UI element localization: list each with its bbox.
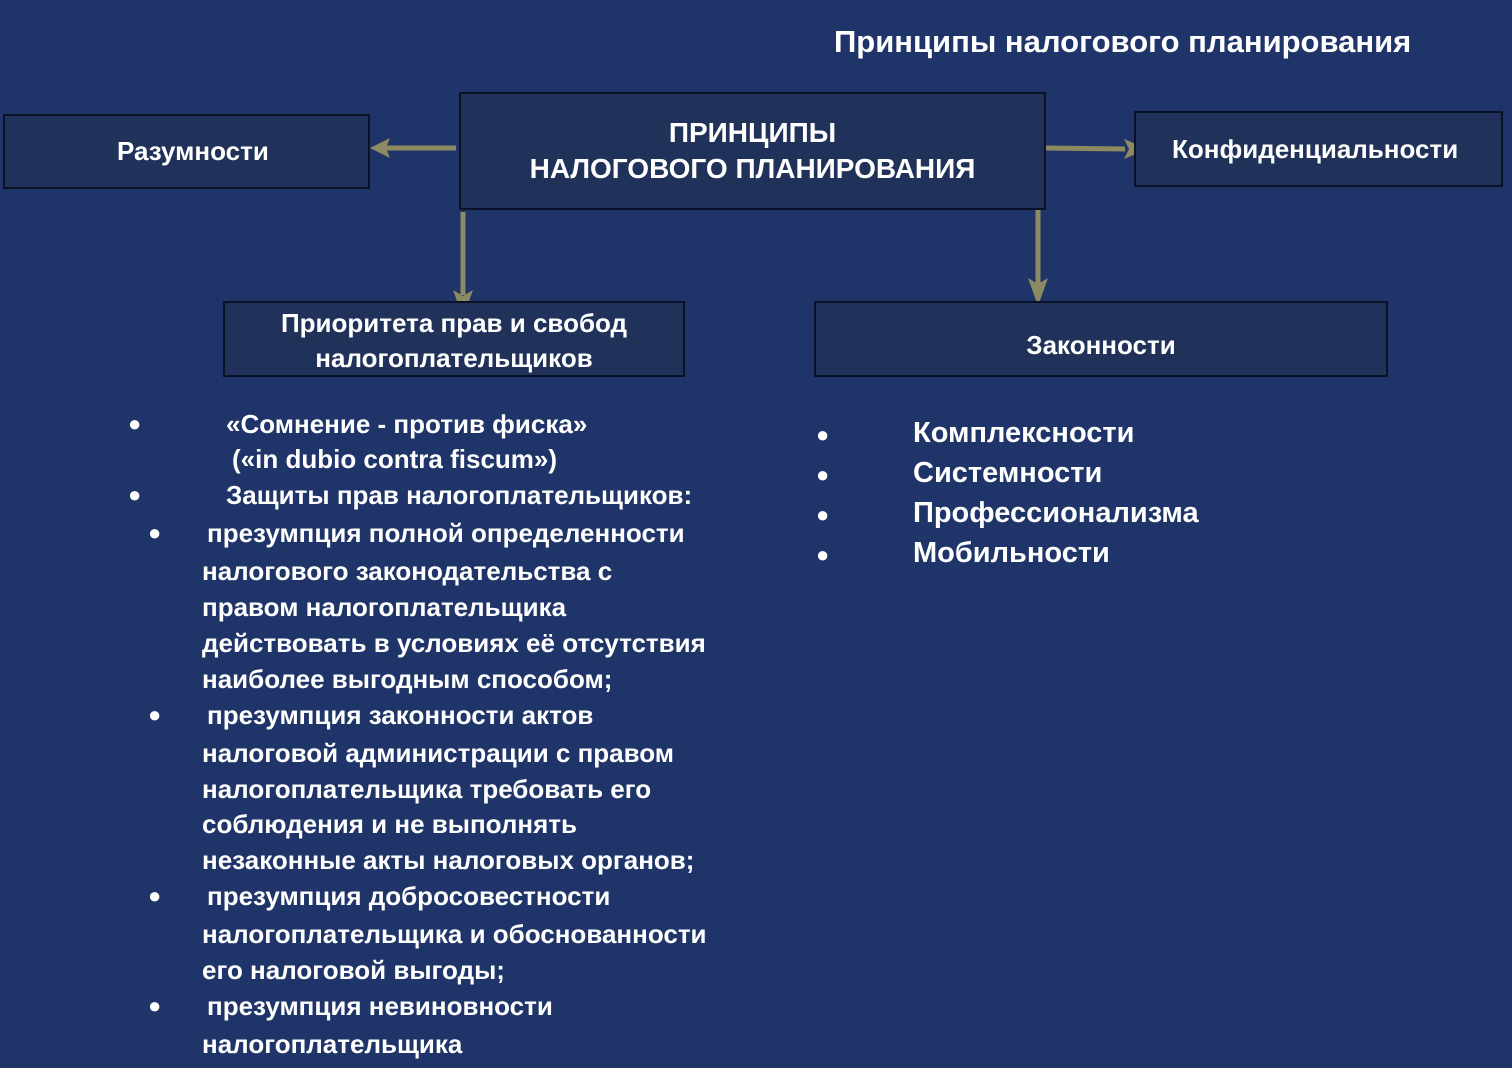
bullet-icon: ● bbox=[816, 462, 830, 487]
arrow-down-right-head bbox=[1028, 278, 1048, 306]
principle-confidentiality-label: Конфиденциальности bbox=[1172, 133, 1459, 164]
bullet-icon: ● bbox=[148, 993, 162, 1018]
bullet-icon: ● bbox=[816, 542, 830, 567]
principle-reasonableness-label: Разумности bbox=[117, 136, 269, 166]
bullet-icon: ● bbox=[816, 422, 830, 447]
list-item-complexity: Комплексности bbox=[913, 417, 1135, 449]
central-principles-box: ПРИНЦИПЫ НАЛОГОВОГО ПЛАНИРОВАНИЯ bbox=[459, 92, 1046, 210]
principle-reasonableness-box: Разумности bbox=[3, 114, 370, 189]
sub-item-4-line-2: налогоплательщика bbox=[202, 1029, 463, 1059]
bullet-icon: ● bbox=[128, 411, 142, 436]
list-item-protection: Защиты прав налогоплательщиков: bbox=[226, 480, 693, 510]
sub-item-1-line-3: правом налогоплательщика bbox=[202, 592, 567, 622]
sub-item-2-line-5: незаконные акты налоговых органов; bbox=[202, 845, 695, 875]
central-line-1: ПРИНЦИПЫ bbox=[668, 117, 837, 148]
list-item-systemacity: Системности bbox=[913, 457, 1103, 489]
sub-item-2-line-3: налогоплательщика требовать его bbox=[202, 774, 652, 804]
central-line-2: НАЛОГОВОГО ПЛАНИРОВАНИЯ bbox=[529, 153, 976, 184]
sub-item-3-line-1: презумпция добросовестности bbox=[207, 881, 611, 911]
priority-line-2: налогоплательщиков bbox=[315, 343, 593, 373]
sub-item-4-line-1: презумпция невиновности bbox=[207, 991, 553, 1021]
bullet-icon: ● bbox=[816, 502, 830, 527]
priority-line-1: Приоритета прав и свобод bbox=[280, 308, 628, 338]
principle-legality-label: Законности bbox=[1026, 329, 1176, 360]
sub-item-3-line-2: налогоплательщика и обоснованности bbox=[202, 919, 707, 949]
list-item-doubt-line-2: («in dubio contra fiscum») bbox=[232, 444, 558, 474]
bullet-icon: ● bbox=[148, 520, 162, 545]
sub-item-1-line-2: налогового законодательства с bbox=[202, 556, 613, 586]
sub-item-2-line-2: налоговой администрации с правом bbox=[202, 738, 675, 768]
bullet-icon: ● bbox=[128, 482, 142, 507]
arrow-right-line bbox=[1043, 145, 1126, 152]
principle-legality-box: Законности bbox=[814, 301, 1388, 377]
principle-priority-box: Приоритета прав и свобод налогоплательщи… bbox=[223, 301, 685, 377]
arrow-left-head bbox=[370, 138, 390, 158]
slide-title: Принципы налогового планирования bbox=[834, 24, 1412, 59]
principle-confidentiality-box: Конфиденциальности bbox=[1134, 111, 1503, 187]
sub-item-2-line-4: соблюдения и не выполнять bbox=[202, 809, 578, 839]
sub-item-1-line-4: действовать в условиях её отсутствия bbox=[202, 628, 706, 658]
bullet-icon: ● bbox=[148, 883, 162, 908]
list-item-doubt-line-1: «Сомнение - против фиска» bbox=[226, 409, 588, 439]
sub-item-2-line-1: презумпция законности актов bbox=[207, 700, 594, 730]
sub-item-1-line-1: презумпция полной определенности bbox=[207, 518, 685, 548]
bullet-icon: ● bbox=[148, 702, 162, 727]
list-item-professionalism: Профессионализма bbox=[913, 497, 1199, 529]
list-item-mobility: Мобильности bbox=[913, 537, 1110, 569]
sub-item-1-line-5: наиболее выгодным способом; bbox=[202, 664, 613, 694]
sub-item-3-line-3: его налоговой выгоды; bbox=[202, 955, 505, 985]
